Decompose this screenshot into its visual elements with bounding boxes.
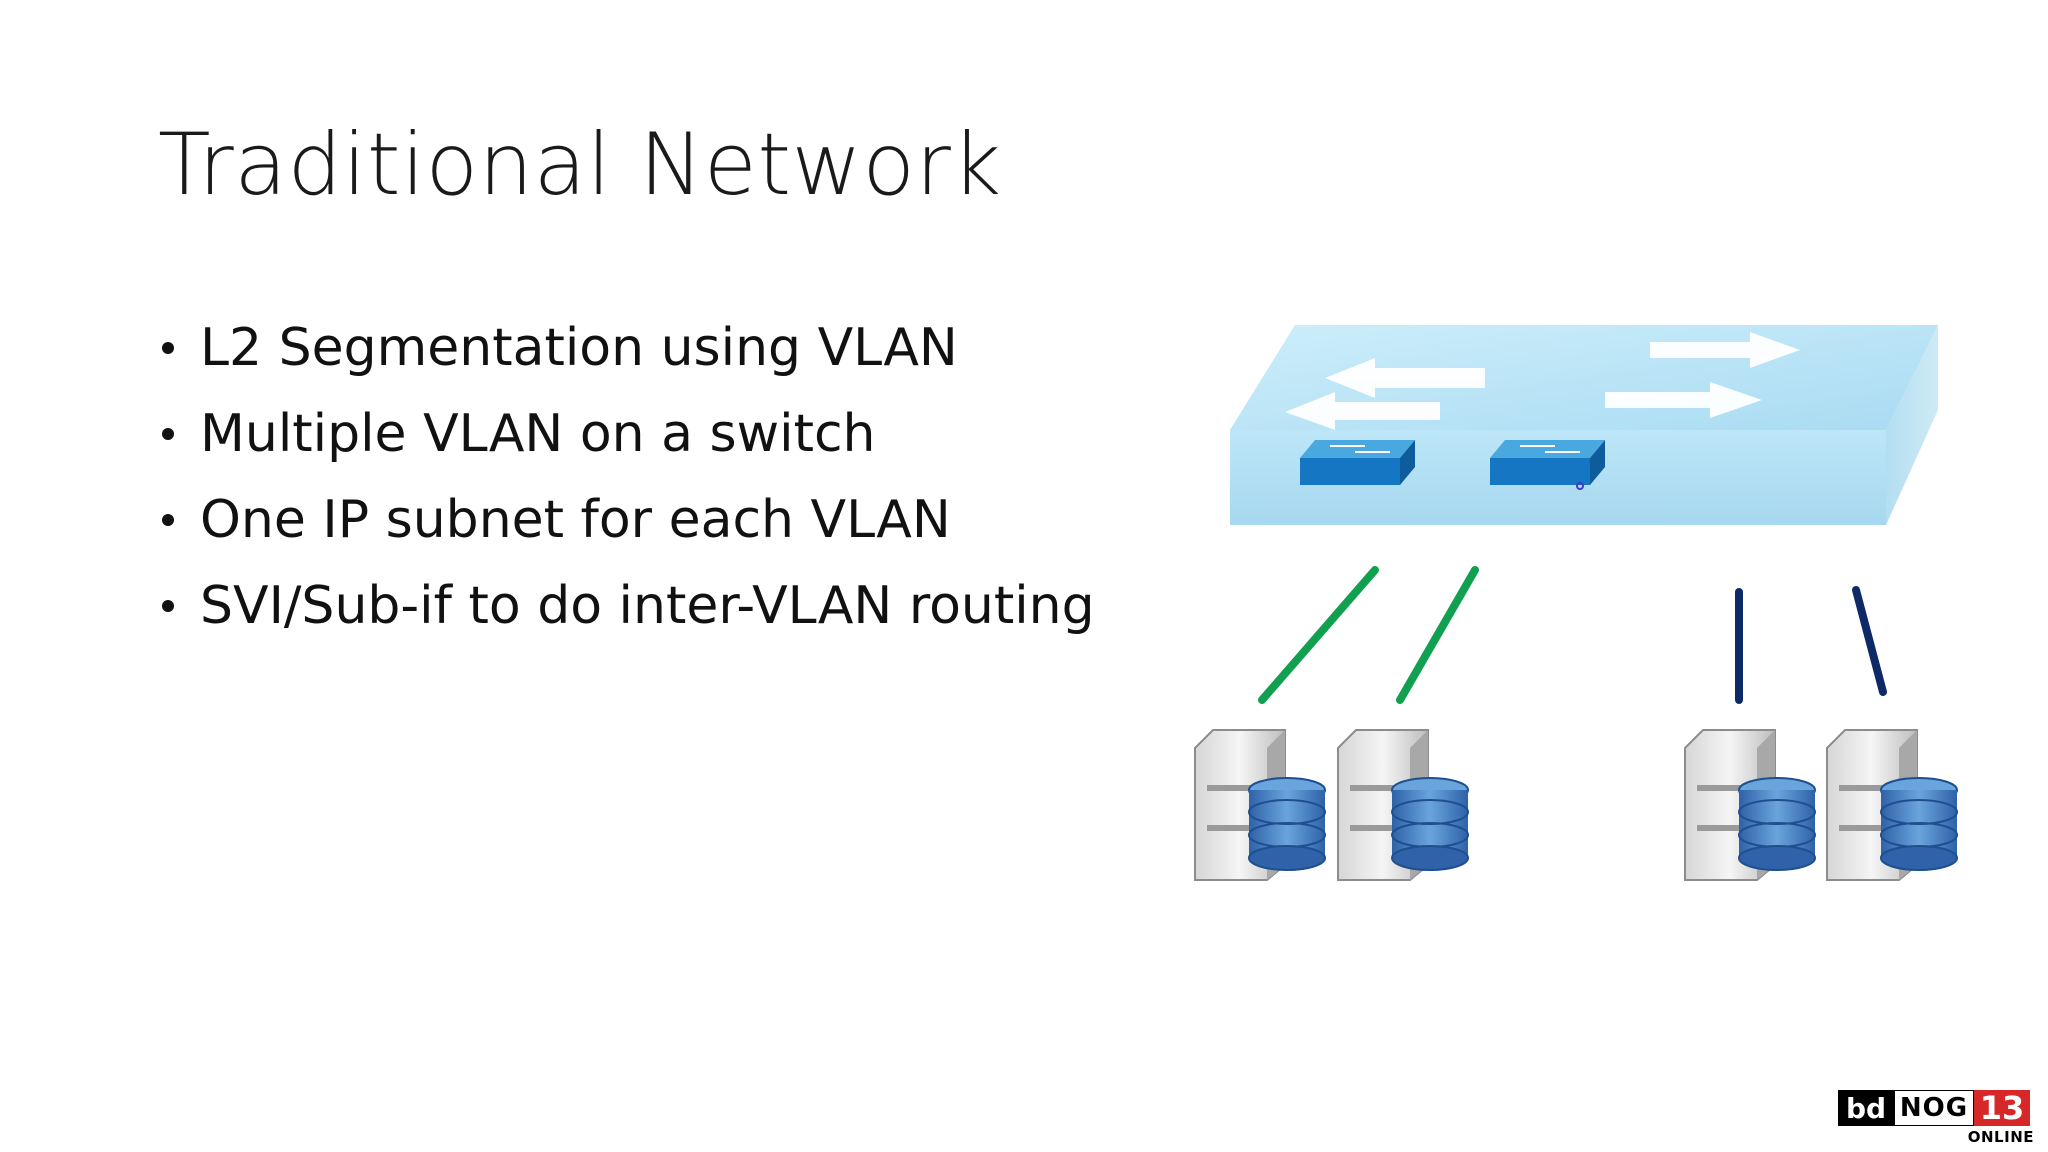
bullet-dot	[162, 514, 174, 526]
server-database-icon	[1194, 729, 1326, 881]
bdnog-logo: bd NOG 13 ONLINE	[1838, 1089, 2034, 1146]
logo-number: 13	[1974, 1089, 2030, 1127]
server-database-icon	[1337, 729, 1469, 881]
server-database-icon	[1826, 729, 1958, 881]
server-database-icon	[1684, 729, 1816, 881]
bullet-item: Multiple VLAN on a switch	[158, 391, 1095, 477]
logo-nog: NOG	[1894, 1090, 1974, 1126]
bullet-dot	[162, 600, 174, 612]
bullet-text: SVI/Sub-if to do inter-VLAN routing	[200, 576, 1095, 636]
bullet-item: SVI/Sub-if to do inter-VLAN routing	[158, 563, 1095, 649]
logo-bd: bd	[1838, 1090, 1894, 1126]
vlan-links	[1258, 566, 1887, 704]
slide-title: Traditional Network	[158, 115, 1002, 215]
bullet-list: L2 Segmentation using VLAN Multiple VLAN…	[158, 305, 1095, 649]
vlan-green-link	[1396, 566, 1479, 704]
bullet-text: L2 Segmentation using VLAN	[200, 318, 958, 378]
bullet-item: L2 Segmentation using VLAN	[158, 305, 1095, 391]
logo-online: ONLINE	[1967, 1128, 2034, 1146]
switch-icon	[1300, 440, 1415, 485]
bullet-text: One IP subnet for each VLAN	[200, 490, 951, 550]
network-diagram	[1194, 325, 1958, 881]
bullet-item: One IP subnet for each VLAN	[158, 477, 1095, 563]
bullet-text: Multiple VLAN on a switch	[200, 404, 876, 464]
switch-icon	[1230, 325, 1938, 525]
vlan-green-link	[1258, 566, 1379, 704]
vlan-navy-link	[1852, 586, 1887, 696]
bullet-dot	[162, 428, 174, 440]
bullet-dot	[162, 342, 174, 354]
switch-icon	[1490, 440, 1605, 490]
